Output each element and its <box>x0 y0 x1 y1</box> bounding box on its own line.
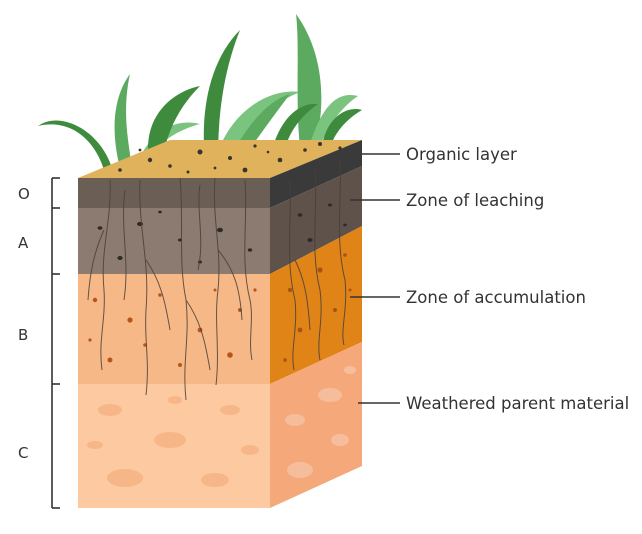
label-zone-of-leaching: Zone of leaching <box>406 191 544 210</box>
organic-layer-side <box>270 140 362 208</box>
leaching-side <box>270 166 362 274</box>
horizon-bracket <box>51 177 60 509</box>
horizon-b-front <box>78 274 270 384</box>
parent-material-blobs <box>87 396 259 487</box>
leaching-speckles <box>97 203 347 264</box>
roots <box>87 159 347 401</box>
top-speckles <box>118 142 342 174</box>
label-zone-of-accumulation: Zone of accumulation <box>406 288 586 307</box>
leader-lines <box>350 153 400 404</box>
horizon-label-a: A <box>18 234 29 252</box>
horizon-label-c: C <box>18 444 28 462</box>
horizon-o-front <box>78 178 270 208</box>
accumulation-side-speckles <box>283 253 352 362</box>
horizon-label-o: O <box>18 185 30 203</box>
horizon-a-front <box>78 208 270 274</box>
label-weathered-parent-material: Weathered parent material <box>406 394 629 413</box>
horizon-label-b: B <box>18 326 28 344</box>
top-surface <box>78 140 362 178</box>
label-organic-layer: Organic layer <box>406 145 517 164</box>
accumulation-side <box>270 226 362 384</box>
parent-material-side-blobs <box>285 366 356 478</box>
